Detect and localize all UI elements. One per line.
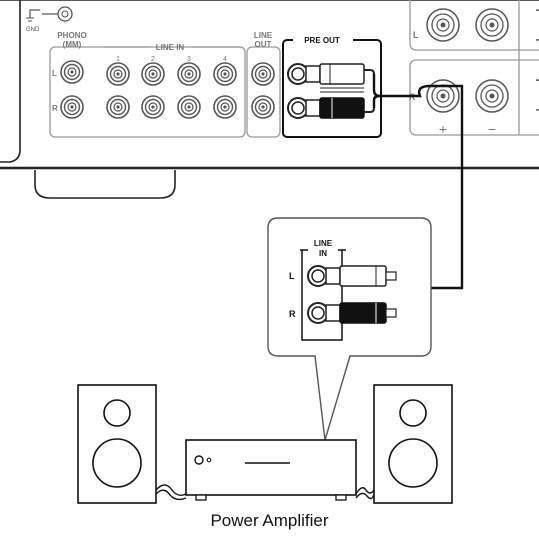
amp-channel-right-label: R [289,309,296,319]
speaker-right-minus-terminal [475,79,509,113]
svg-text:LINE: LINE [314,239,333,248]
line-in-number-1: 1 [116,56,120,63]
line-in-4-right-jack [213,95,237,119]
indicator-led-icon [206,457,212,463]
amp-right-plug [325,302,397,324]
speaker-minus-label: − [488,121,496,137]
amp-foot-right [335,494,347,501]
pre-out-label: PRE OUT [304,36,340,45]
line-in-section: LINE IN 1 2 3 4 [104,43,240,119]
speaker-left-label: L [413,30,419,40]
amp-left-plug [325,265,397,287]
speaker-left-plus-terminal [426,8,460,42]
line-in-3-right-jack [177,95,201,119]
speaker-plus-label: + [439,121,447,137]
speaker-terminals: L R + − [409,0,539,137]
line-in-4-left-jack [213,62,237,86]
line-in-number-4: 4 [223,56,227,63]
amp-foot-left [195,494,207,501]
left-speaker [77,384,157,504]
line-in-number-2: 2 [151,56,155,63]
phono-channel-right-label: R [52,104,58,113]
amplifier-input-callout: LINE IN L R [267,217,432,441]
power-amplifier [185,439,357,501]
pre-out-right-plug [305,97,375,119]
line-in-1-right-jack [106,95,130,119]
phono-section: PHONO (MM) L R [52,31,87,119]
svg-text:OUT: OUT [255,40,272,49]
line-in-2-left-jack [141,62,165,86]
amp-channel-left-label: L [289,271,295,281]
pre-out-left-plug [305,63,375,85]
svg-text:PHONO: PHONO [57,31,86,40]
receiver-rear-panel: GND PHONO (MM) L R LINE IN 1 2 3 4 [0,0,539,199]
line-out-right-jack [251,95,275,119]
power-amplifier-caption: Power Amplifier [210,511,329,530]
line-in-1-left-jack [106,62,130,86]
line-out-left-jack [251,62,275,86]
svg-text:IN: IN [319,249,327,258]
power-button-icon [194,455,204,465]
phono-jack-right [60,95,84,119]
right-speaker [373,384,453,504]
line-in-number-3: 3 [187,56,191,63]
speaker-wires [155,484,375,501]
pre-out-section: PRE OUT [282,34,382,138]
receiver-foot [34,170,176,199]
line-in-2-right-jack [141,95,165,119]
gnd-label: GND [26,27,40,33]
speaker-left-minus-terminal [475,8,509,42]
phono-jack-left [60,60,84,84]
svg-text:(MM): (MM) [63,40,82,49]
gnd-terminal: GND [26,6,73,33]
line-in-3-left-jack [177,62,201,86]
line-out-section: LINE OUT [246,31,281,138]
line-in-label: LINE IN [156,43,185,52]
phono-channel-left-label: L [52,69,57,78]
svg-text:LINE: LINE [254,31,273,40]
